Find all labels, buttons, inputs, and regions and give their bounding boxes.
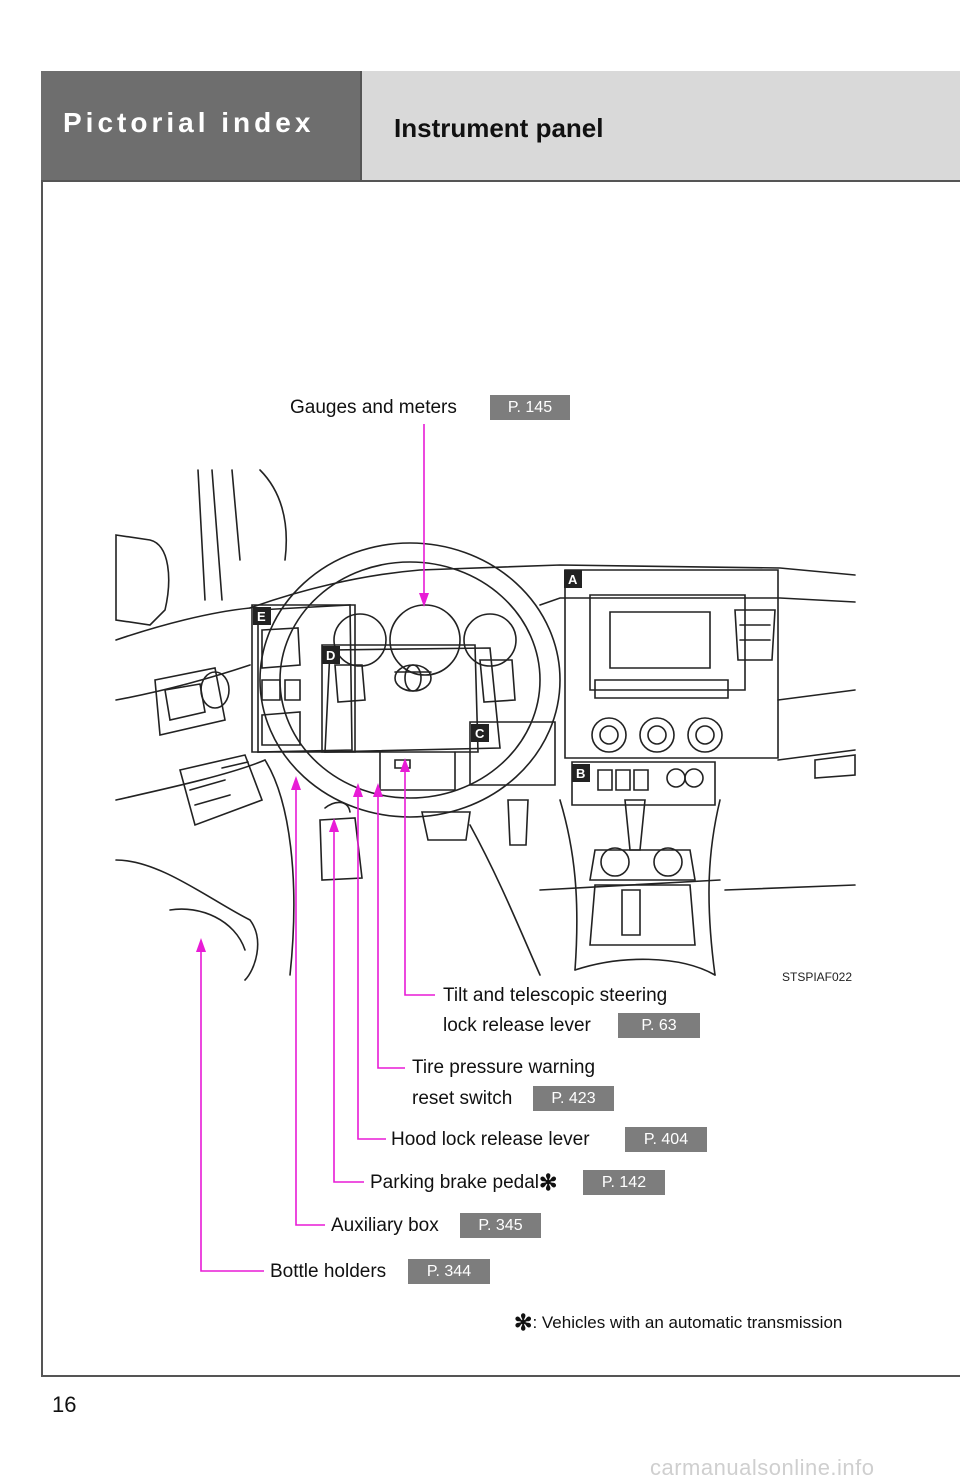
gauges-page-badge[interactable]: P. 145	[490, 395, 570, 420]
section-tab-label: Pictorial index	[63, 107, 315, 138]
zone-b-tag	[572, 764, 590, 782]
zone-a-tag	[564, 570, 582, 588]
footnote-star: ✻	[514, 1310, 533, 1335]
hood-label: Hood lock release lever	[391, 1129, 590, 1150]
tilt-label-line1: Tilt and telescopic steering	[443, 985, 668, 1006]
watermark: carmanualsonline.info	[650, 1455, 875, 1480]
bottle-leader	[200, 945, 264, 1272]
illustration-code: STSPIAF022	[782, 970, 853, 984]
auxbox-page-badge[interactable]: P. 345	[460, 1213, 541, 1238]
page-header: Instrument panel	[362, 71, 960, 181]
footnote: ✻: Vehicles with an automatic transmissi…	[514, 1310, 842, 1336]
tilt-page-badge[interactable]: P. 63	[618, 1013, 700, 1038]
hood-leader	[357, 790, 386, 1140]
parking-star: ✻	[539, 1170, 558, 1195]
tilt-label-line2: lock release lever	[443, 1015, 591, 1036]
zone-c-tag	[471, 724, 489, 742]
parking-page-badge[interactable]: P. 142	[583, 1170, 665, 1195]
header-divider	[41, 180, 960, 182]
tilt-leader	[404, 765, 435, 996]
gauges-label: Gauges and meters	[290, 397, 457, 418]
zone-d-label: D	[326, 648, 335, 663]
zone-c-label: C	[475, 726, 485, 741]
parking-label: Parking brake pedal✻	[370, 1171, 557, 1195]
tire-label-line2: reset switch	[412, 1088, 513, 1109]
page-title: Instrument panel	[394, 113, 604, 143]
zone-a-label: A	[568, 572, 578, 587]
auxbox-label: Auxiliary box	[331, 1215, 439, 1236]
parking-label-text: Parking brake pedal	[370, 1172, 539, 1193]
bottle-label: Bottle holders	[270, 1261, 387, 1282]
parking-leader	[333, 825, 364, 1183]
zone-d-tag	[322, 646, 340, 664]
tire-label-line1: Tire pressure warning	[412, 1057, 596, 1078]
tire-leader	[377, 790, 405, 1069]
zone-e-label: E	[257, 609, 266, 624]
hood-page-badge[interactable]: P. 404	[625, 1127, 707, 1152]
footnote-text: : Vehicles with an automatic transmissio…	[532, 1313, 843, 1332]
bottle-page-badge[interactable]: P. 344	[408, 1259, 490, 1284]
zone-b-label: B	[576, 766, 585, 781]
auxbox-leader	[295, 783, 325, 1226]
page-number: 16	[52, 1392, 77, 1417]
tire-page-badge[interactable]: P. 423	[533, 1086, 614, 1111]
zone-e-tag	[253, 607, 271, 625]
section-tab: Pictorial index	[41, 71, 362, 181]
